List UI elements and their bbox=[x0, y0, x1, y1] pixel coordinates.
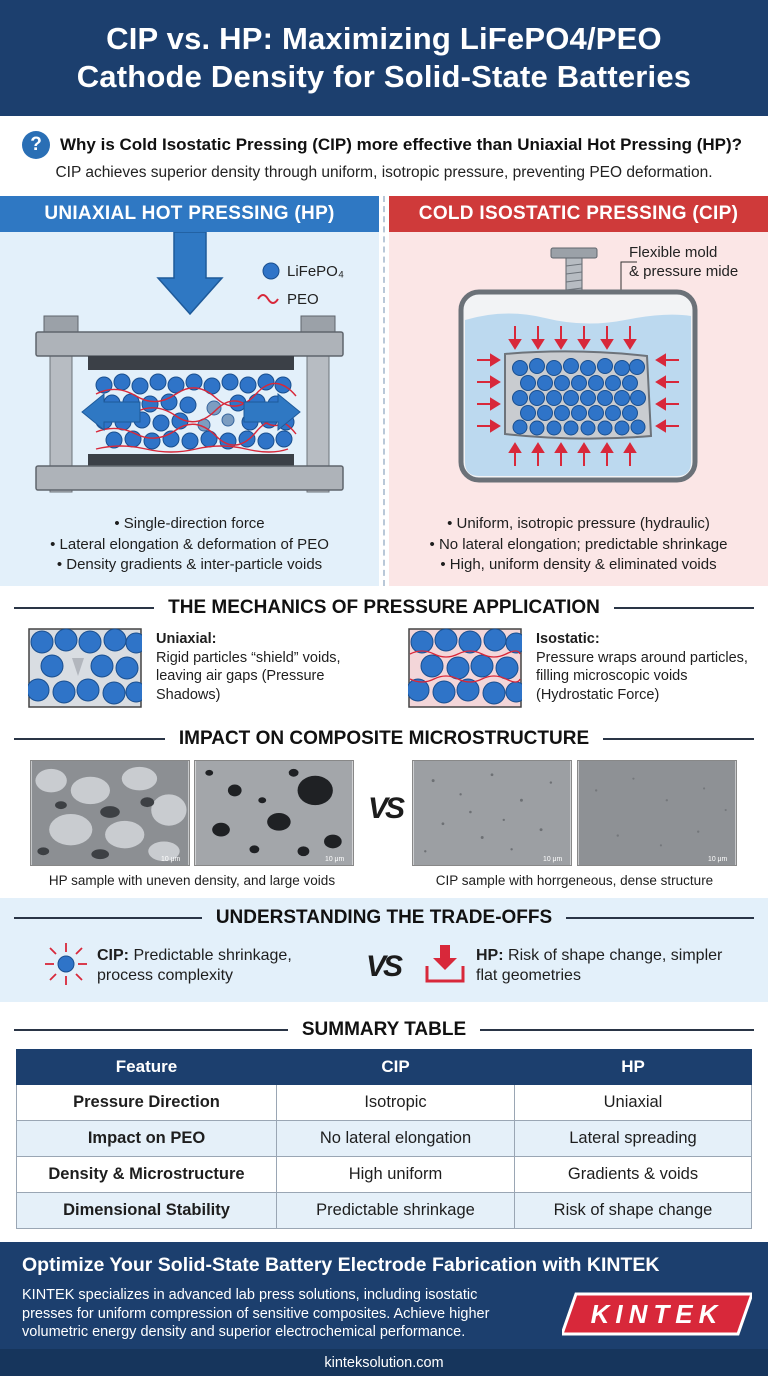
legend-peo-label: PEO bbox=[287, 291, 319, 308]
micrograph-scale-label: 10 μm bbox=[708, 856, 727, 863]
isotropic-pressure-arrows bbox=[477, 326, 679, 466]
micrograph-scale-label: 10 μm bbox=[325, 856, 344, 863]
hp-lateral-left-arrow-icon bbox=[81, 392, 141, 432]
cip-bullet: • High, uniform density & eliminated voi… bbox=[440, 556, 717, 573]
micrograph-scale-label: 10 μm bbox=[543, 856, 562, 863]
table-cell: Pressure Direction bbox=[16, 1084, 277, 1121]
panel-divider bbox=[383, 196, 385, 586]
uniaxial-press-icon bbox=[425, 945, 465, 983]
hp-micrograph-1: 10 μm bbox=[30, 760, 190, 866]
hp-bullets: • Single-direction force • Lateral elong… bbox=[0, 514, 379, 576]
mechanics-section-title: THE MECHANICS OF PRESSURE APPLICATION bbox=[14, 596, 754, 620]
question-icon: ? bbox=[22, 131, 50, 159]
microstructure-section-title: IMPACT ON COMPOSITE MICROSTRUCTURE bbox=[14, 727, 755, 751]
cip-bullets: • Uniform, isotropic pressure (hydraulic… bbox=[389, 514, 768, 576]
cip-micrograph-1: 10 μm bbox=[412, 760, 572, 866]
cip-micrograph-2: 10 μm bbox=[577, 760, 737, 866]
tradeoffs-section bbox=[0, 898, 768, 1002]
mechanics-isostatic: Isostatic: Pressure wraps around particl… bbox=[408, 628, 754, 710]
hp-particle-bed bbox=[95, 373, 295, 450]
tradeoff-cip-text: process complexity bbox=[97, 967, 234, 984]
hp-panel-title: UNIAXIAL HOT PRESSING (HP) bbox=[0, 196, 379, 232]
table-cell: Impact on PEO bbox=[16, 1120, 277, 1157]
tradeoff-cip-label: CIP: bbox=[97, 947, 129, 964]
question-answer: CIP achieves superior density through un… bbox=[55, 164, 713, 181]
cip-micrograph-caption: CIP sample with horrgeneous, dense struc… bbox=[435, 873, 714, 888]
mechanics-uniaxial: Uniaxial: Rigid particles “shield” voids… bbox=[28, 628, 388, 710]
screw-handle-icon bbox=[550, 247, 598, 259]
hp-press-diagram: LiFePO₄ PEO bbox=[35, 232, 344, 493]
question-text: Why is Cold Isostatic Pressing (CIP) mor… bbox=[60, 135, 743, 154]
tradeoff-cip: CIP: Predictable shrinkage, process comp… bbox=[97, 946, 292, 986]
uniaxial-label: Uniaxial: bbox=[156, 631, 217, 647]
table-row: Impact on PEO No lateral elongation Late… bbox=[16, 1120, 752, 1157]
footer-url-link[interactable]: kinteksolution.com bbox=[324, 1354, 444, 1371]
cip-bullet: • No lateral elongation; predictable shr… bbox=[429, 535, 728, 553]
footer-body: KINTEK specializes in advanced lab press… bbox=[22, 1287, 490, 1340]
table-row: Pressure Direction Isotropic Uniaxial bbox=[16, 1084, 752, 1121]
table-header-row: Feature CIP HP bbox=[16, 1049, 752, 1085]
legend-peo-icon bbox=[257, 294, 279, 304]
isostatic-description: Pressure wraps around particles, filling… bbox=[536, 649, 748, 703]
table-cell: Lateral spreading bbox=[514, 1120, 752, 1157]
tradeoff-hp-text: flat geometries bbox=[476, 967, 581, 984]
tradeoff-hp-label: HP: bbox=[476, 947, 504, 964]
kintek-logo-text: KINTEK bbox=[591, 1299, 724, 1329]
table-cell: Dimensional Stability bbox=[16, 1192, 277, 1229]
hp-bullet: • Lateral elongation & deformation of PE… bbox=[50, 535, 329, 553]
summary-section-title: SUMMARY TABLE bbox=[14, 1018, 754, 1042]
tradeoff-cip-text: Predictable shrinkage, bbox=[133, 947, 292, 964]
hp-panel: UNIAXIAL HOT PRESSING (HP) LiFePO₄ PEO bbox=[0, 196, 379, 586]
hp-micrograph-caption: HP sample with uneven density, and large… bbox=[48, 873, 336, 888]
tradeoff-vs-label: VS bbox=[366, 950, 403, 983]
table-header: HP bbox=[514, 1049, 752, 1085]
table-header: Feature bbox=[16, 1049, 277, 1085]
table-cell: Density & Microstructure bbox=[16, 1156, 277, 1193]
footer-url-bar: kinteksolution.com bbox=[0, 1349, 768, 1376]
cip-panel-title: COLD ISOSTATIC PRESSING (CIP) bbox=[389, 196, 768, 232]
page-title-line1: CIP vs. HP: Maximizing LiFePO4/PEO bbox=[106, 21, 662, 56]
footer-title: Optimize Your Solid-State Battery Electr… bbox=[22, 1254, 660, 1276]
question-row: ? Why is Cold Isostatic Pressing (CIP) m… bbox=[22, 130, 752, 160]
tradeoffs-section-title: UNDERSTANDING THE TRADE-OFFS bbox=[14, 906, 755, 930]
micro-vs-label: VS bbox=[368, 792, 405, 825]
table-row: Density & Microstructure High uniform Gr… bbox=[16, 1156, 752, 1193]
cip-particle-bed bbox=[512, 358, 646, 436]
table-cell: No lateral elongation bbox=[276, 1120, 515, 1157]
table-cell: Isotropic bbox=[276, 1084, 515, 1121]
table-cell: Predictable shrinkage bbox=[276, 1192, 515, 1229]
tradeoff-hp-text: Risk of shape change, simpler bbox=[508, 947, 723, 964]
isostatic-particles-icon bbox=[408, 628, 522, 708]
cip-callout-label: & pressure mide bbox=[629, 263, 738, 280]
micrograph-scale-label: 10 μm bbox=[161, 856, 180, 863]
legend-lifepo4-icon bbox=[262, 262, 280, 280]
kintek-logo[interactable]: KINTEK bbox=[562, 1292, 752, 1336]
table-header: CIP bbox=[276, 1049, 515, 1085]
page-header: CIP vs. HP: Maximizing LiFePO4/PEO Catho… bbox=[0, 0, 768, 116]
table-row: Dimensional Stability Predictable shrink… bbox=[16, 1192, 752, 1229]
table-cell: Risk of shape change bbox=[514, 1192, 752, 1229]
table-cell: High uniform bbox=[276, 1156, 515, 1193]
page-title: CIP vs. HP: Maximizing LiFePO4/PEO Catho… bbox=[77, 20, 692, 96]
hp-bullet: • Density gradients & inter-particle voi… bbox=[56, 556, 323, 573]
isostatic-compress-icon bbox=[45, 943, 87, 985]
summary-table: Feature CIP HP Pressure Direction Isotro… bbox=[16, 1049, 752, 1229]
hp-lateral-right-arrow-icon bbox=[243, 392, 301, 432]
cip-callout-label: Flexible mold bbox=[629, 244, 717, 261]
page-title-line2: Cathode Density for Solid-State Batterie… bbox=[76, 59, 692, 94]
isostatic-label: Isostatic: bbox=[536, 631, 600, 647]
cip-bullet: • Uniform, isotropic pressure (hydraulic… bbox=[447, 515, 710, 532]
uniaxial-description: Rigid particles “shield” voids, leaving … bbox=[156, 649, 341, 703]
legend-lifepo4-label: LiFePO₄ bbox=[287, 263, 344, 280]
table-cell: Uniaxial bbox=[514, 1084, 752, 1121]
footer-banner: Optimize Your Solid-State Battery Electr… bbox=[0, 1242, 768, 1376]
tradeoff-hp: HP: Risk of shape change, simpler flat g… bbox=[476, 946, 722, 986]
hp-micrograph-2: 10 μm bbox=[194, 760, 354, 866]
uniaxial-particles-icon bbox=[28, 628, 142, 708]
table-cell: Gradients & voids bbox=[514, 1156, 752, 1193]
cip-vessel-diagram: Flexible mold & pressure mide bbox=[458, 244, 738, 483]
hp-force-arrow-icon bbox=[156, 232, 224, 316]
hp-bullet: • Single-direction force bbox=[114, 515, 265, 532]
cip-panel: COLD ISOSTATIC PRESSING (CIP) Flexible m… bbox=[389, 196, 768, 586]
